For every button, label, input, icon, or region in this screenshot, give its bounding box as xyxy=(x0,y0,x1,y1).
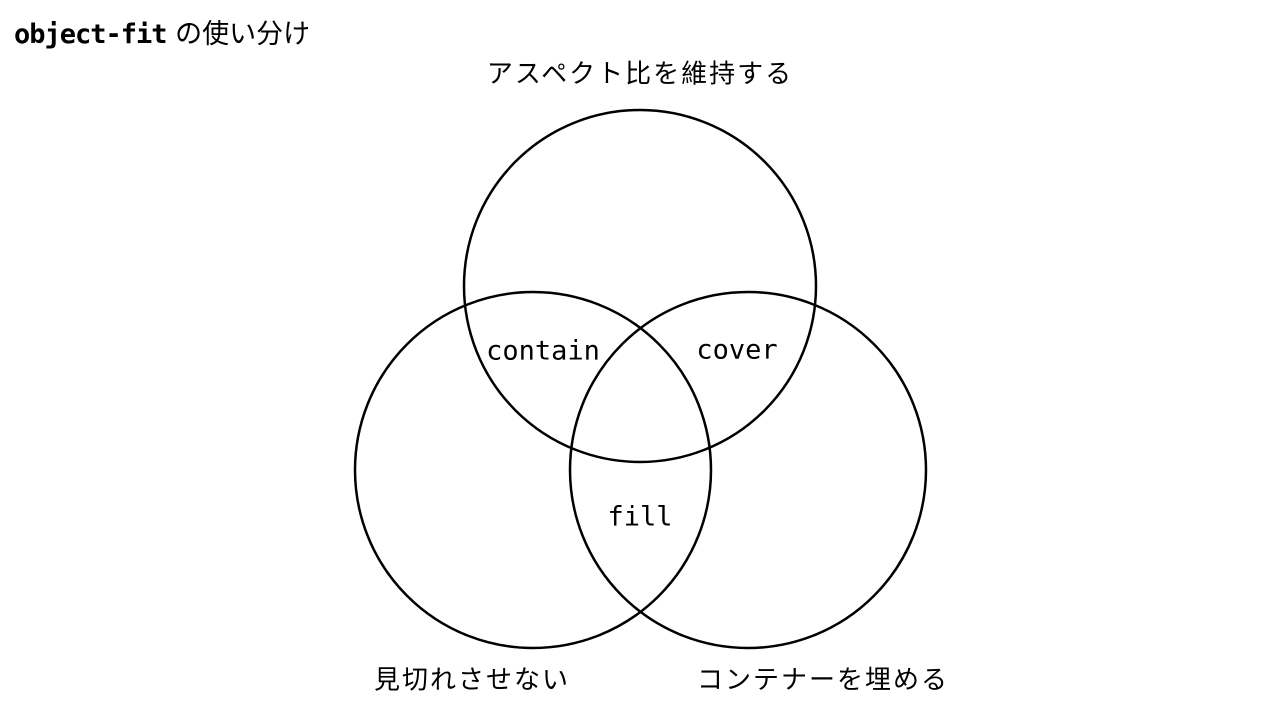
set-label-fill-container: コンテナーを埋める xyxy=(696,665,950,696)
page-title: object-fit の使い分け xyxy=(14,12,310,51)
set-label-aspect-ratio: アスペクト比を維持する xyxy=(486,59,794,90)
intersection-label-contain: contain xyxy=(486,335,600,367)
circle-fill-container xyxy=(568,290,928,650)
intersection-label-cover: cover xyxy=(696,334,778,366)
title-code-text: object-fit xyxy=(14,19,168,50)
title-jp-text: の使い分け xyxy=(166,19,311,50)
set-label-no-crop: 見切れさせない xyxy=(373,665,571,696)
intersection-label-fill: fill xyxy=(607,501,673,533)
circle-aspect-ratio xyxy=(462,108,818,464)
circle-no-crop xyxy=(353,290,713,650)
